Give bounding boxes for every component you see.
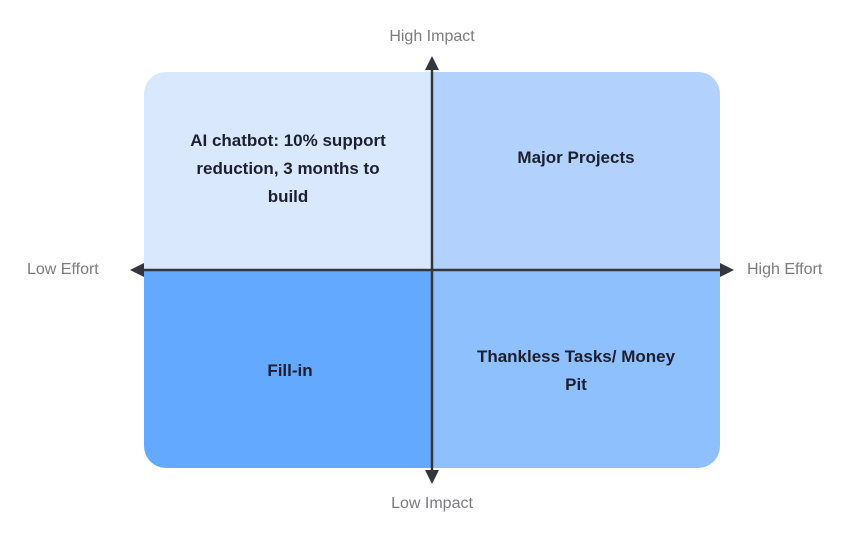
axis-label-low-effort: Low Effort xyxy=(27,261,99,278)
arrow-down-icon xyxy=(425,470,439,484)
priority-matrix: AI chatbot: 10% support reduction, 3 mon… xyxy=(144,72,720,468)
quadrant-quick-wins: AI chatbot: 10% support reduction, 3 mon… xyxy=(144,72,432,270)
quadrant-label-bottom-right: Thankless Tasks/ Money Pit xyxy=(476,347,676,394)
quadrant-fill-in: Fill-in xyxy=(144,270,432,468)
arrow-up-icon xyxy=(425,56,439,70)
axis-label-high-effort: High Effort xyxy=(747,261,823,278)
quadrant-thankless-tasks: Thankless Tasks/ Money Pit xyxy=(432,270,720,468)
axis-label-low-impact: Low Impact xyxy=(391,495,473,512)
quadrant-label-bottom-left: Fill-in xyxy=(267,361,313,380)
quadrant-major-projects: Major Projects xyxy=(432,72,720,270)
axis-label-high-impact: High Impact xyxy=(389,28,475,45)
quadrant-label-top-left: AI chatbot: 10% support reduction, 3 mon… xyxy=(190,131,386,206)
quadrant-label-top-right: Major Projects xyxy=(517,148,635,167)
arrow-left-icon xyxy=(130,263,144,277)
arrow-right-icon xyxy=(720,263,734,277)
